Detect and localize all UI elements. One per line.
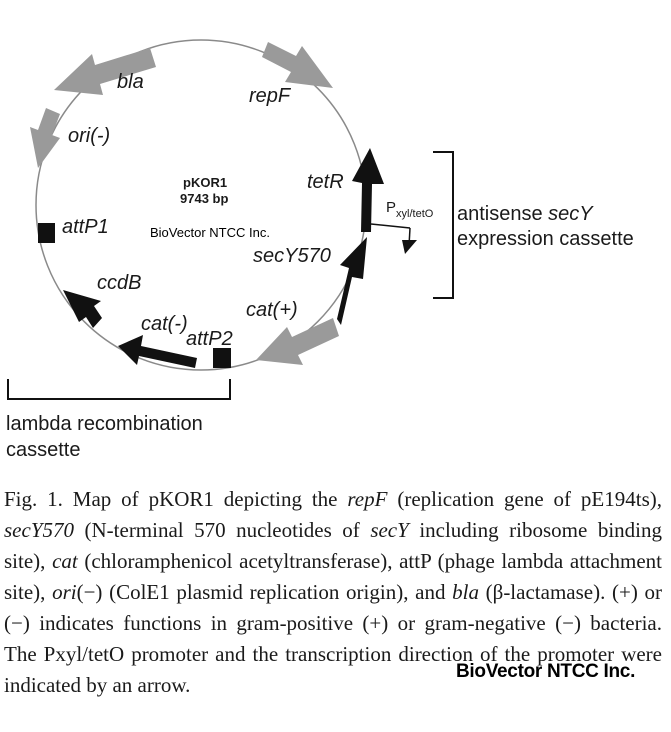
- repF-arrow: [262, 42, 333, 88]
- secY570-arrow: [337, 237, 367, 325]
- ccdB-arrow: [63, 290, 102, 328]
- bla-label: bla: [117, 71, 144, 93]
- attP1-box: [38, 223, 55, 243]
- tetR-arrow: [352, 148, 384, 232]
- cat-minus-arrow: [118, 335, 197, 368]
- bla-arrow: [54, 48, 156, 95]
- lambda-label-1: lambda recombination: [6, 413, 203, 435]
- promoter-arrowhead: [402, 240, 417, 254]
- plasmid-map-diagram: Pxyl/tetO bla ori(-) attP1 ccdB cat(-) a…: [6, 39, 634, 461]
- attP2-label: attP2: [186, 328, 233, 350]
- repF-label: repF: [249, 85, 292, 107]
- cat-plus-arrow: [256, 318, 339, 365]
- antisense-label-1: antisense secY: [457, 203, 594, 225]
- promoter-line: [370, 223, 411, 229]
- ori-label: ori(-): [68, 125, 110, 147]
- antisense-label-2: expression cassette: [457, 228, 634, 250]
- attP1-label: attP1: [62, 216, 109, 238]
- watermark-caption: BioVector NTCC Inc.: [456, 661, 636, 682]
- cat-plus-label: cat(+): [246, 299, 298, 321]
- cat-minus-label: cat(-): [141, 313, 188, 335]
- attP2-box: [213, 348, 231, 368]
- ccdB-label: ccdB: [97, 272, 141, 294]
- tetR-label: tetR: [307, 171, 344, 193]
- plasmid-size: 9743 bp: [180, 191, 228, 206]
- ori-arrow: [30, 108, 60, 168]
- watermark-center: BioVector NTCC Inc.: [150, 225, 270, 240]
- lambda-bracket: [7, 379, 231, 400]
- antisense-bracket: [433, 151, 454, 299]
- lambda-label-2: cassette: [6, 439, 80, 461]
- figure-caption: Fig. 1. Map of pKOR1 depicting the repF …: [4, 487, 663, 697]
- plasmid-name: pKOR1: [183, 175, 227, 190]
- promoter-label: Pxyl/tetO: [386, 199, 434, 220]
- secY570-label: secY570: [253, 245, 331, 267]
